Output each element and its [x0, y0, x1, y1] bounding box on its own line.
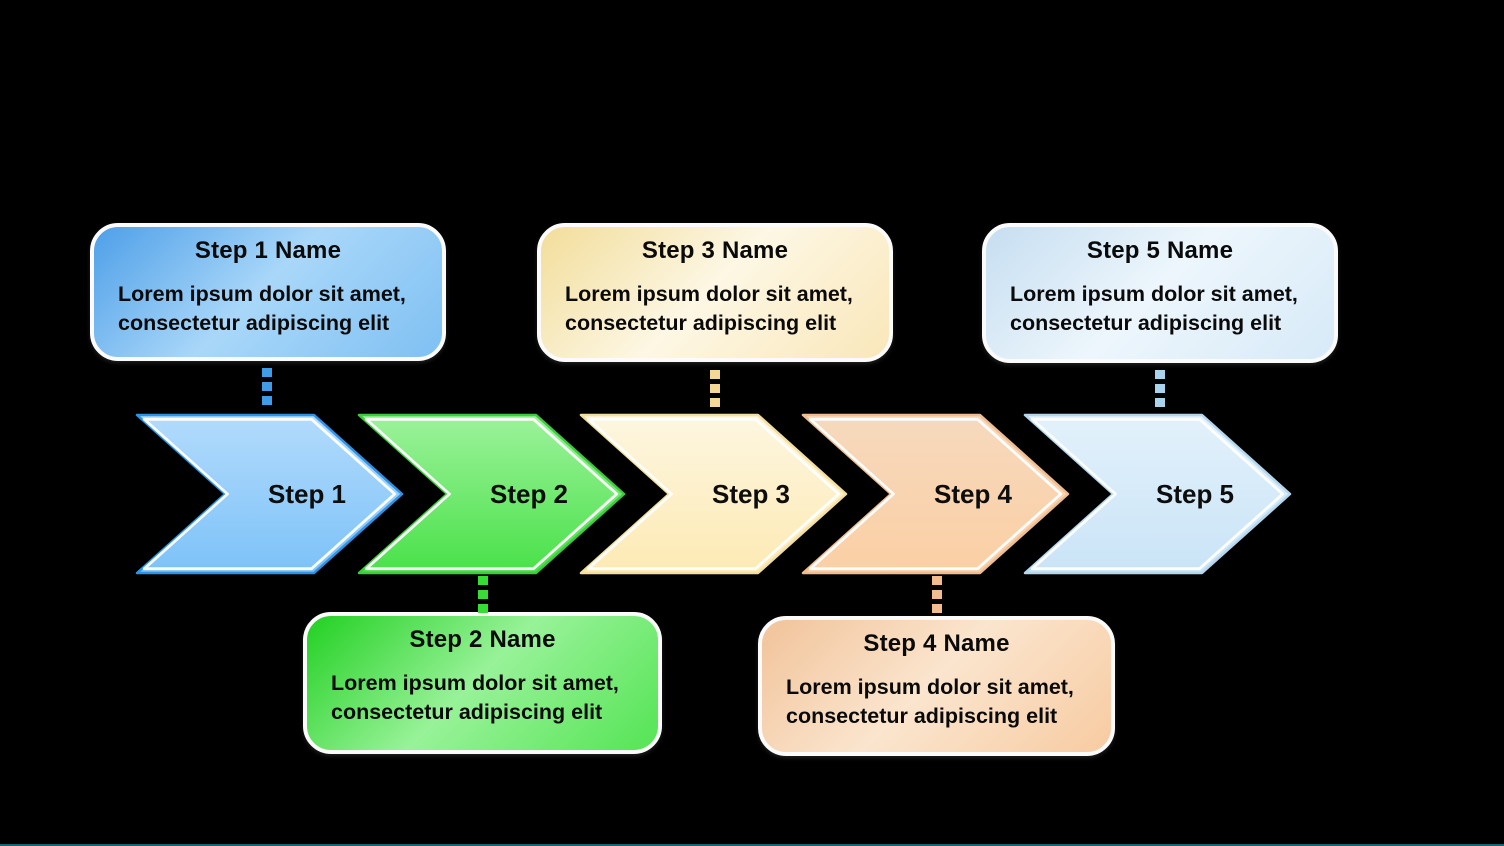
step-callout-1[interactable]: Step 1 Name Lorem ipsum dolor sit amet, …	[90, 223, 446, 361]
chevron-bevel-highlight	[364, 417, 619, 571]
step-arrow-label: Step 5	[1156, 479, 1234, 509]
step-callout-body: Lorem ipsum dolor sit amet, consectetur …	[94, 280, 442, 338]
step-callout-body-line2: consectetur adipiscing elit	[331, 700, 603, 725]
step-callout-body: Lorem ipsum dolor sit amet, consectetur …	[986, 280, 1334, 338]
step-callout-title: Step 2 Name	[409, 626, 556, 653]
step-arrow-3[interactable]: Step 3	[579, 413, 849, 575]
step-callout-2[interactable]: Step 2 Name Lorem ipsum dolor sit amet, …	[303, 612, 662, 754]
step-callout-title: Step 3 Name	[641, 237, 789, 264]
step-callout-title: Step 5 Name	[1086, 237, 1234, 264]
dotted-connector-4	[932, 576, 942, 613]
chevron-bevel-highlight	[586, 417, 841, 571]
step-callout-body: Lorem ipsum dolor sit amet, consectetur …	[541, 280, 889, 338]
step-callout-body-line1: Lorem ipsum dolor sit amet,	[565, 282, 853, 306]
dotted-connector-2	[478, 576, 488, 613]
chevron-shape	[357, 413, 626, 575]
step-arrow-label: Step 2	[490, 479, 568, 509]
step-callout-body-line2: consectetur adipiscing elit	[565, 311, 837, 336]
step-callout-body: Lorem ipsum dolor sit amet, consectetur …	[762, 673, 1111, 731]
step-callout-body: Lorem ipsum dolor sit amet, consectetur …	[307, 669, 658, 727]
chevron-bevel-highlight	[1030, 417, 1285, 571]
step-callout-body-line2: consectetur adipiscing elit	[1010, 311, 1282, 336]
chevron-bevel-highlight	[142, 417, 397, 571]
step-arrow-label: Step 1	[268, 479, 346, 509]
dotted-connector-1	[262, 368, 272, 405]
step-callout-4[interactable]: Step 4 Name Lorem ipsum dolor sit amet, …	[758, 616, 1115, 756]
step-arrow-label: Step 4	[934, 479, 1013, 509]
step-callout-title: Step 1 Name	[194, 237, 342, 264]
step-callout-3[interactable]: Step 3 Name Lorem ipsum dolor sit amet, …	[537, 223, 893, 362]
step-arrow-5[interactable]: Step 5	[1023, 413, 1293, 575]
step-arrow-label: Step 3	[712, 479, 790, 509]
dotted-connector-5	[1155, 370, 1165, 407]
chevron-shape	[135, 413, 404, 575]
step-arrow-4[interactable]: Step 4	[801, 413, 1071, 575]
chevron-shape	[1023, 413, 1292, 575]
chevron-shape	[579, 413, 848, 575]
chevron-shape	[801, 413, 1070, 575]
bottom-edge-line	[0, 844, 1504, 846]
step-callout-body-line2: consectetur adipiscing elit	[118, 311, 390, 336]
step-arrow-1[interactable]: Step 1	[135, 413, 405, 575]
step-callout-body-line1: Lorem ipsum dolor sit amet,	[331, 671, 619, 695]
chevron-bevel-highlight	[808, 417, 1063, 571]
dotted-connector-3	[710, 370, 720, 407]
step-callout-body-line2: consectetur adipiscing elit	[786, 704, 1058, 729]
step-callout-body-line1: Lorem ipsum dolor sit amet,	[1010, 282, 1298, 306]
step-callout-5[interactable]: Step 5 Name Lorem ipsum dolor sit amet, …	[982, 223, 1338, 363]
step-callout-title: Step 4 Name	[863, 630, 1010, 657]
step-callout-body-line1: Lorem ipsum dolor sit amet,	[118, 282, 406, 306]
step-arrow-2[interactable]: Step 2	[357, 413, 627, 575]
step-callout-body-line1: Lorem ipsum dolor sit amet,	[786, 675, 1074, 699]
